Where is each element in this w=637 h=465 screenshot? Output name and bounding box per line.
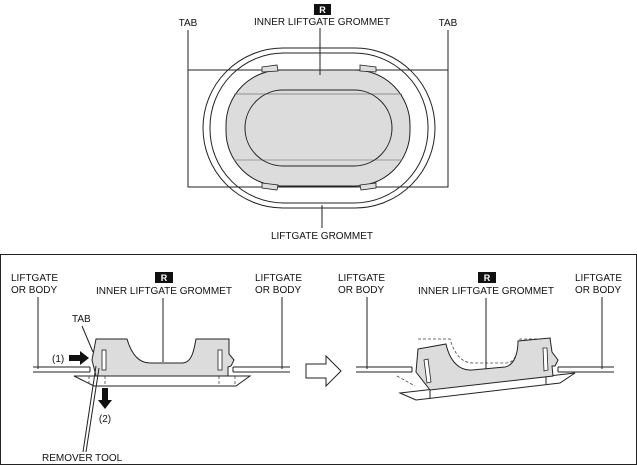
replace-badge-text: R <box>161 273 168 283</box>
liftgate-panel-right <box>232 366 290 373</box>
grommet-tab <box>423 358 432 384</box>
step-1-label: (1) <box>52 354 64 365</box>
replace-badge <box>155 272 173 283</box>
top-view: R INNER LIFTGATE GROMMET TAB TAB LIFTGAT… <box>179 4 458 242</box>
tab-label: TAB <box>72 314 91 325</box>
liftgate-left-label-2: OR BODY <box>11 285 57 296</box>
replace-badge-text: R <box>484 273 491 283</box>
removal-after: LIFTGATE OR BODY LIFTGATE OR BODY R INNE… <box>338 272 622 401</box>
liftgate-left-label-2: OR BODY <box>338 285 384 296</box>
grommet-tab <box>101 349 107 371</box>
liftgate-panel-left <box>356 366 413 373</box>
inner-liftgate-grommet <box>415 337 559 391</box>
liftgate-left-label: LIFTGATE <box>11 273 58 284</box>
push-arrow-icon <box>69 351 89 365</box>
tab-left-label: TAB <box>179 18 198 29</box>
grommet-flange <box>73 375 252 387</box>
pull-down-arrow-icon <box>98 388 112 409</box>
inner-liftgate-grommet <box>225 69 411 187</box>
tab <box>359 182 377 191</box>
liftgate-grommet-label: LIFTGATE GROMMET <box>271 231 373 242</box>
original-position-outline <box>396 338 551 387</box>
inner-grommet-label: INNER LIFTGATE GROMMET <box>254 17 390 28</box>
tab <box>261 64 279 73</box>
liftgate-left-label: LIFTGATE <box>338 273 385 284</box>
liftgate-right-label-2: OR BODY <box>575 285 621 296</box>
inner-grommet-label: INNER LIFTGATE GROMMET <box>418 286 554 297</box>
inner-liftgate-grommet <box>91 338 235 377</box>
replace-badge <box>314 4 331 15</box>
replace-badge <box>478 272 496 283</box>
grommet-tab <box>217 349 223 371</box>
liftgate-right-label: LIFTGATE <box>575 273 622 284</box>
removal-before: LIFTGATE OR BODY LIFTGATE OR BODY R INNE… <box>11 272 302 464</box>
remover-tool <box>82 365 100 453</box>
inner-grommet-label: INNER LIFTGATE GROMMET <box>96 286 232 297</box>
step-2-label: (2) <box>99 414 111 425</box>
hidden-lines <box>88 376 236 386</box>
next-step-arrow-icon <box>305 354 342 388</box>
hidden-lines <box>429 377 547 398</box>
tab-right-label: TAB <box>439 18 458 29</box>
liftgate-panel-left <box>33 366 91 373</box>
tab-leader-bottom <box>187 70 449 188</box>
tab <box>359 64 377 73</box>
tab-leader <box>81 325 94 353</box>
liftgate-grommet-outer <box>202 47 436 209</box>
replace-badge-text: R <box>319 5 326 15</box>
liftgate-grommet-inner-edge <box>209 52 429 204</box>
liftgate-panel-right <box>557 366 614 373</box>
grommet-tab <box>542 347 549 372</box>
grommet-hole <box>244 89 393 167</box>
liftgate-right-label: LIFTGATE <box>255 273 302 284</box>
remover-tool-label: REMOVER TOOL <box>42 453 123 464</box>
tab <box>261 182 279 191</box>
liftgate-right-label-2: OR BODY <box>255 285 301 296</box>
tab-leader-top <box>187 30 449 71</box>
